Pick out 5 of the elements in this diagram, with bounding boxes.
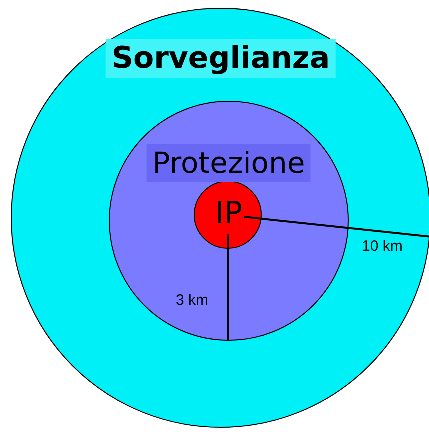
- zone-label: Protezione: [146, 144, 312, 182]
- distance-label: 3 km: [176, 292, 209, 309]
- zone-label: Sorveglianza: [106, 39, 336, 78]
- distance-label: 10 km: [362, 238, 403, 255]
- zone-label: IP: [214, 196, 244, 231]
